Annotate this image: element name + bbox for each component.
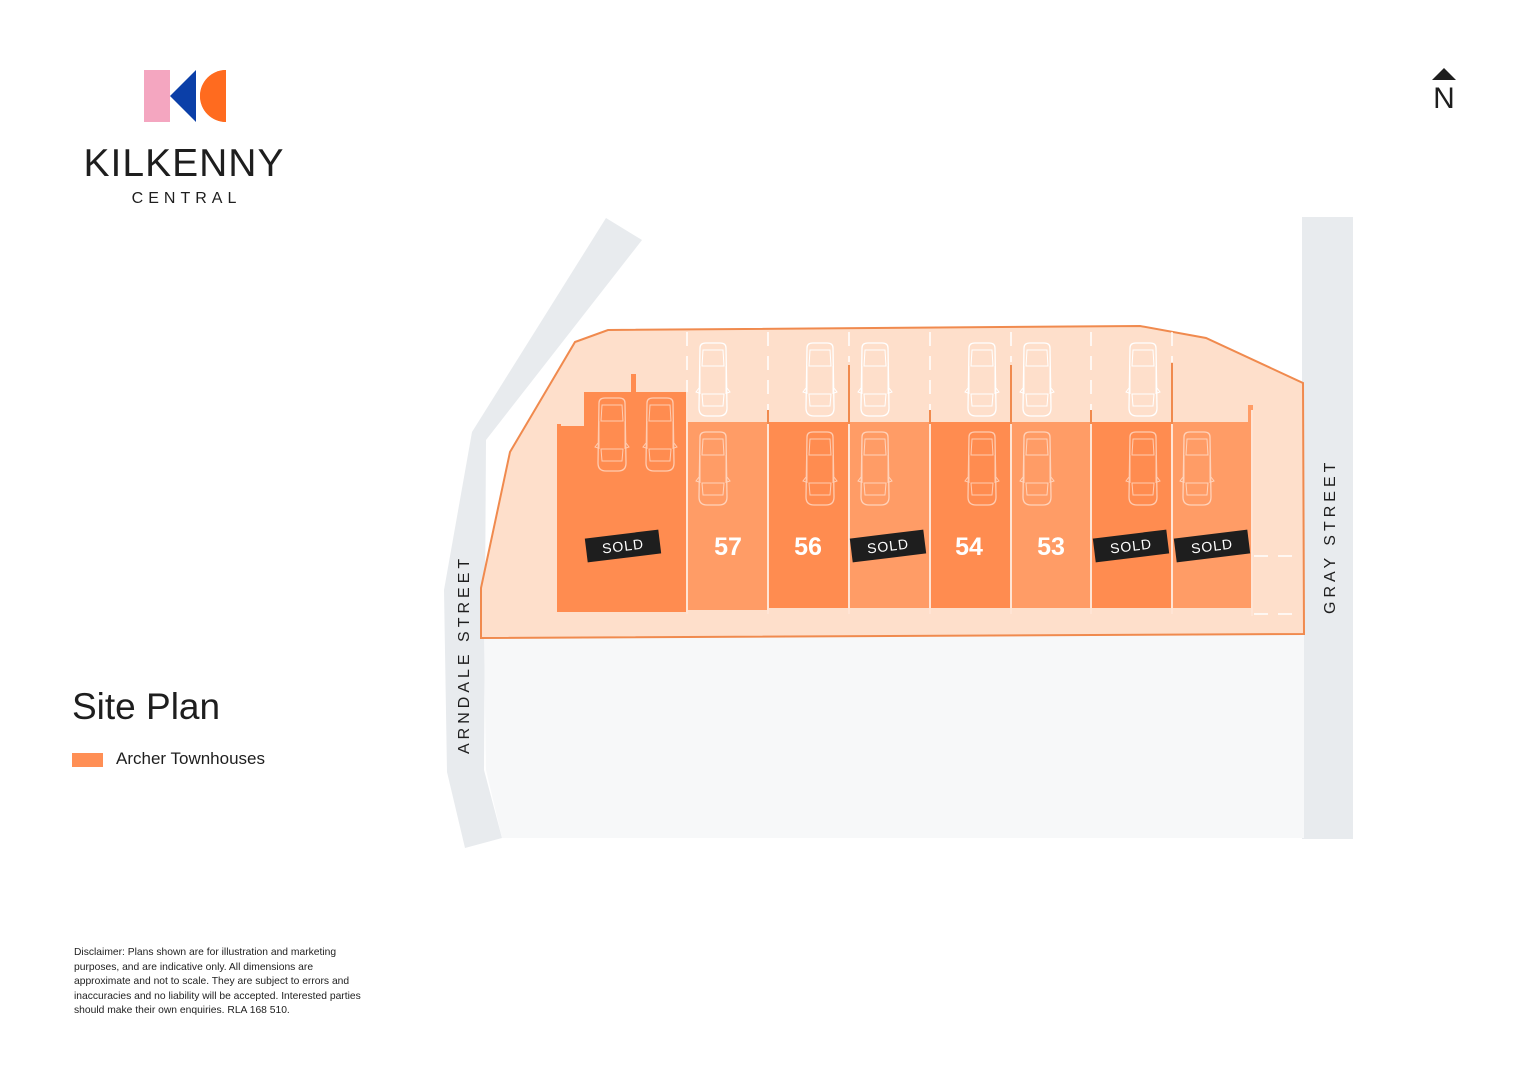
brand-name: KILKENNY [83,142,285,185]
sold-tag: SOLD [1173,529,1251,563]
lot-56-shape [769,422,848,608]
page-title: Site Plan [72,686,221,727]
north-label: N [1433,82,1455,115]
arndale-street-label: ARNDALE STREET [456,555,473,754]
arndale-street-road [444,218,642,848]
kilkenny-logo-icon [144,70,226,122]
lot-53-shape [1012,422,1091,608]
lot-number-57[interactable]: 57 [714,533,742,561]
disclaimer-text: Disclaimer: Plans shown are for illustra… [74,947,361,1016]
lot-54-shape [931,422,1010,608]
legend-swatch-archer [72,753,103,767]
brand-subtitle: CENTRAL [131,190,242,207]
gray-street-label: GRAY STREET [1322,459,1339,614]
lot-number-53[interactable]: 53 [1037,533,1065,561]
svg-text:SOLD: SOLD [1109,535,1153,556]
svg-text:SOLD: SOLD [866,535,910,556]
lot-57-shape [688,422,767,610]
legend-label-archer: Archer Townhouses [116,749,265,768]
lot-55-shape [850,422,929,608]
svg-text:SOLD: SOLD [1190,535,1234,556]
lot-51-shape [1173,422,1252,608]
open-ground [484,634,1304,838]
sold-tag: SOLD [849,529,927,563]
sold-tag: SOLD [1092,529,1170,563]
sold-tag: SOLD [584,529,662,563]
north-arrow-icon [1432,68,1456,80]
svg-text:SOLD: SOLD [601,535,645,556]
lot-52-shape [1092,422,1171,608]
lot-number-56[interactable]: 56 [794,533,822,561]
lot-number-54[interactable]: 54 [955,533,983,561]
gray-street-road [1302,217,1353,839]
